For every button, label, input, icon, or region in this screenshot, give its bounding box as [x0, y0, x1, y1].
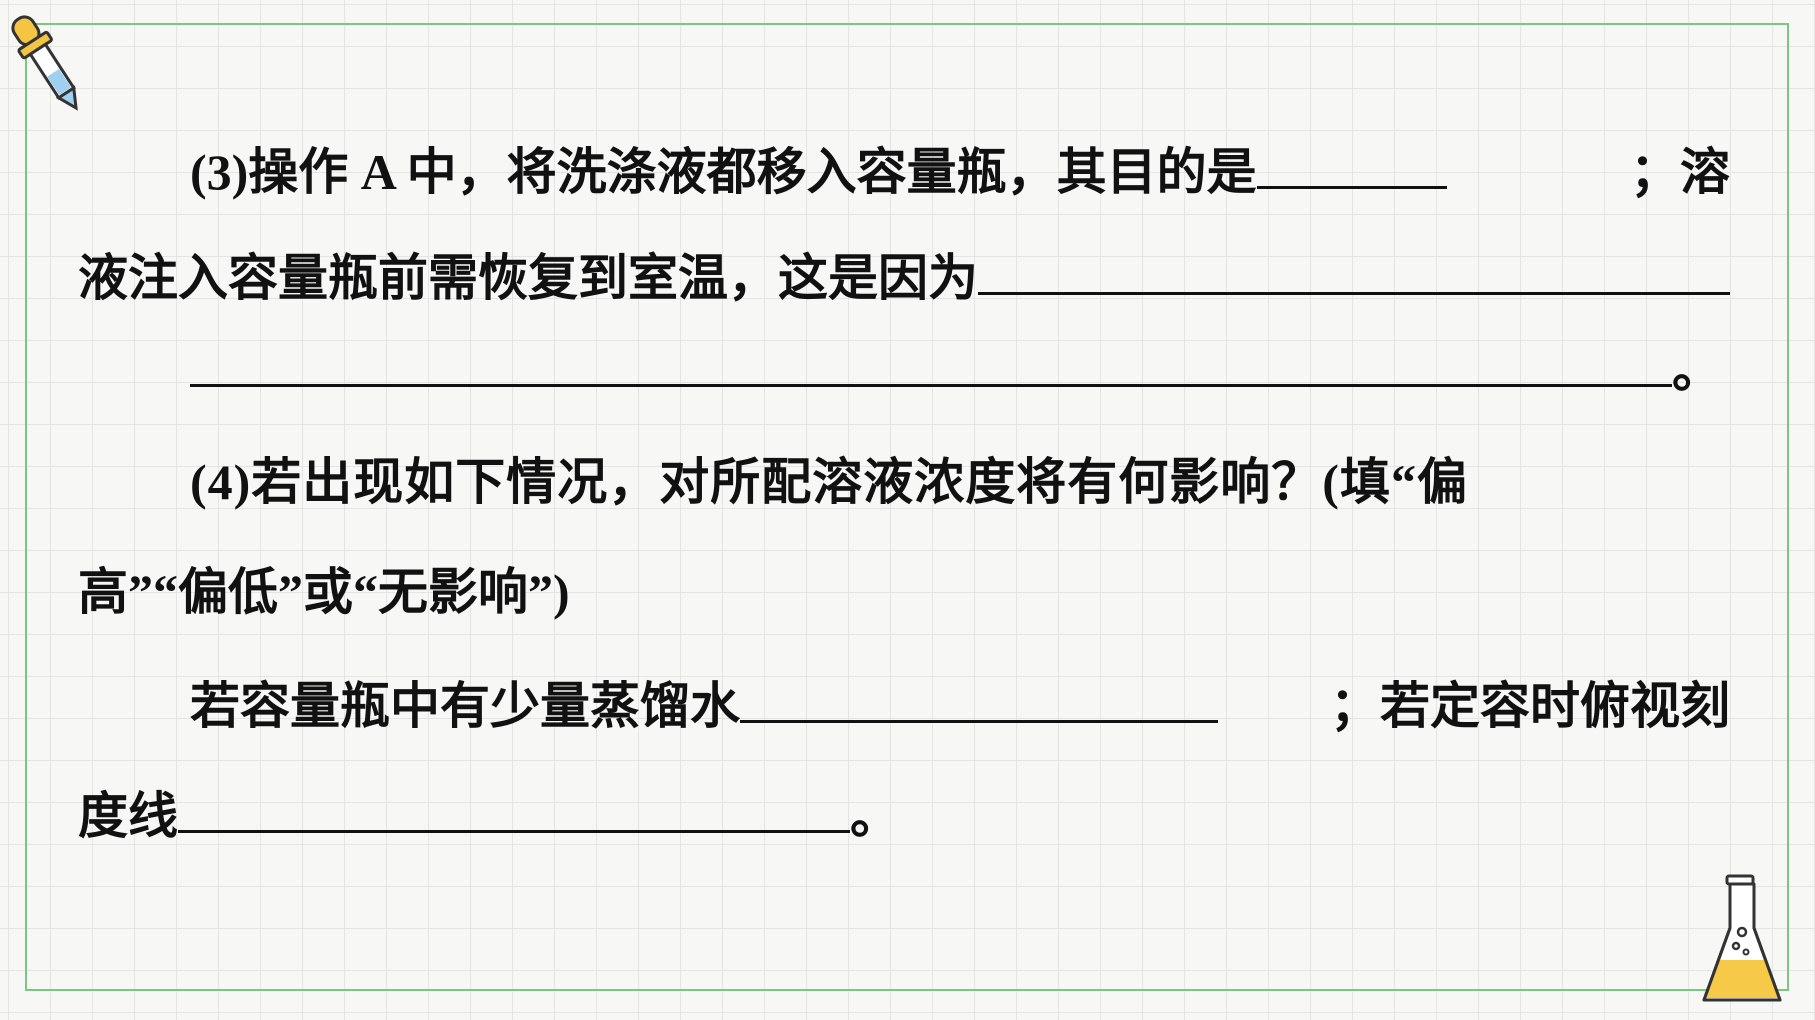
q3-answer-blank-purpose[interactable]: [1256, 130, 1447, 189]
q3-line-1: (3)操作 A 中，将洗涤液都移入容量瓶，其目的是 ；溶: [78, 130, 1730, 202]
q4-line3-text: 若容量瓶中有少量蒸馏水: [190, 678, 740, 734]
q3-line2-text: 液注入容量瓶前需恢复到室温，这是因为: [78, 250, 978, 306]
q3-line-2: 液注入容量瓶前需恢复到室温，这是因为: [78, 236, 1730, 308]
flask-icon: [1702, 874, 1782, 1002]
q4-line-4: 度线 。: [78, 774, 1730, 846]
q4-line-3: 若容量瓶中有少量蒸馏水 ；若定容时俯视刻: [78, 664, 1730, 736]
q3-line-3: 。: [78, 328, 1730, 400]
content-frame: [25, 23, 1789, 991]
q4-line-2: 高”“偏低”或“无影响”): [78, 556, 1730, 628]
dropper-icon: [11, 15, 78, 111]
q4-line4-text: 度线: [78, 788, 178, 844]
q4-line1-text: (4)若出现如下情况，对所配溶液浓度将有何影响？(填“偏: [190, 454, 1468, 510]
q4-line-1: (4)若出现如下情况，对所配溶液浓度将有何影响？(填“偏: [78, 446, 1730, 518]
q3-answer-blank-reason-cont[interactable]: [190, 328, 1672, 387]
q3-line3-end: 。: [1672, 342, 1722, 398]
q3-answer-blank-reason[interactable]: [978, 236, 1730, 295]
q3-line1-after: ；溶: [1630, 144, 1730, 200]
q4-line4-end: 。: [850, 788, 900, 844]
q4-line3-after: ；若定容时俯视刻: [1330, 678, 1730, 734]
q3-line1-text: (3)操作 A 中，将洗涤液都移入容量瓶，其目的是: [190, 144, 1257, 200]
q4-line2-text: 高”“偏低”或“无影响”): [78, 564, 570, 620]
q4-answer-blank-overlook[interactable]: [178, 774, 850, 833]
q4-answer-blank-water[interactable]: [740, 664, 1218, 723]
